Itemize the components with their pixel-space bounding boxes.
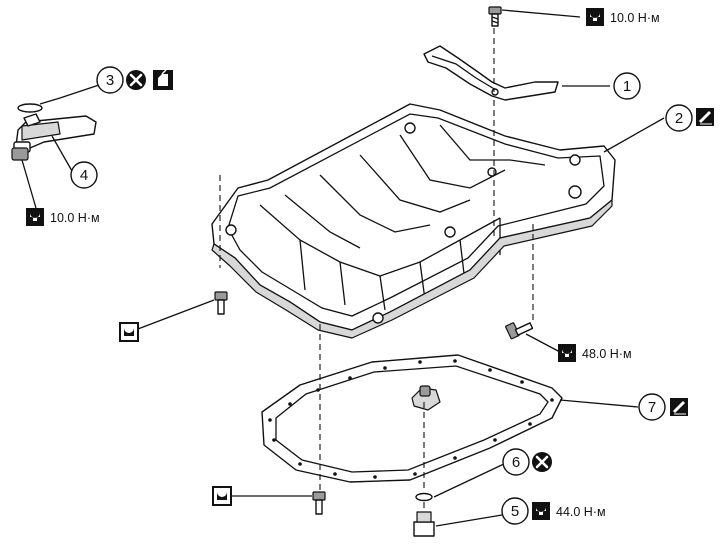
callout-1-number: 1 xyxy=(623,78,631,95)
torque-wrench-icon xyxy=(558,344,576,362)
o-ring xyxy=(17,103,43,113)
torque-wrench-icon xyxy=(212,486,232,506)
oil-strainer xyxy=(11,103,97,161)
callout-7: 7 xyxy=(638,393,666,421)
baffle-plate xyxy=(423,45,559,101)
callout-5: 5 xyxy=(501,497,529,525)
right-side-bolt xyxy=(505,322,534,340)
callout-2: 2 xyxy=(665,104,693,132)
callout-5-number: 5 xyxy=(511,503,519,520)
top-bolt xyxy=(488,6,502,27)
do-not-reuse-icon xyxy=(126,70,146,90)
lower-oil-pan xyxy=(261,354,563,483)
torque-wrench-icon xyxy=(532,502,550,520)
sealant-tube-icon xyxy=(696,108,714,126)
pan-bolt xyxy=(312,491,326,515)
callout-2-number: 2 xyxy=(675,110,683,127)
drain-plug xyxy=(413,511,435,537)
callout-6: 6 xyxy=(502,448,530,476)
pan-bolt-holes xyxy=(268,359,554,479)
callout-7-number: 7 xyxy=(648,399,656,416)
torque-value-top-bolt: 10.0 Н·м xyxy=(610,11,660,25)
sealant-tube-icon xyxy=(670,398,688,416)
left-side-bolt xyxy=(214,291,228,315)
torque-value-filter-bolt: 10.0 Н·м xyxy=(50,211,100,225)
callout-3-number: 3 xyxy=(106,72,114,89)
callout-3: 3 xyxy=(96,66,124,94)
do-not-reuse-icon xyxy=(532,452,552,472)
torque-wrench-icon xyxy=(586,8,604,26)
callout-1: 1 xyxy=(613,72,641,100)
torque-value-drain-plug: 44.0 Н·м xyxy=(556,505,606,519)
callout-6-number: 6 xyxy=(512,454,520,471)
torque-wrench-icon xyxy=(26,208,44,226)
callout-4-number: 4 xyxy=(80,167,88,184)
oil-pan-upper xyxy=(211,103,616,339)
torque-value-side-bolt: 48.0 Н·м xyxy=(582,347,632,361)
callout-4: 4 xyxy=(70,161,98,189)
oil-can-icon xyxy=(153,69,173,90)
torque-wrench-icon xyxy=(119,322,139,342)
drain-plug-washer xyxy=(415,492,433,502)
